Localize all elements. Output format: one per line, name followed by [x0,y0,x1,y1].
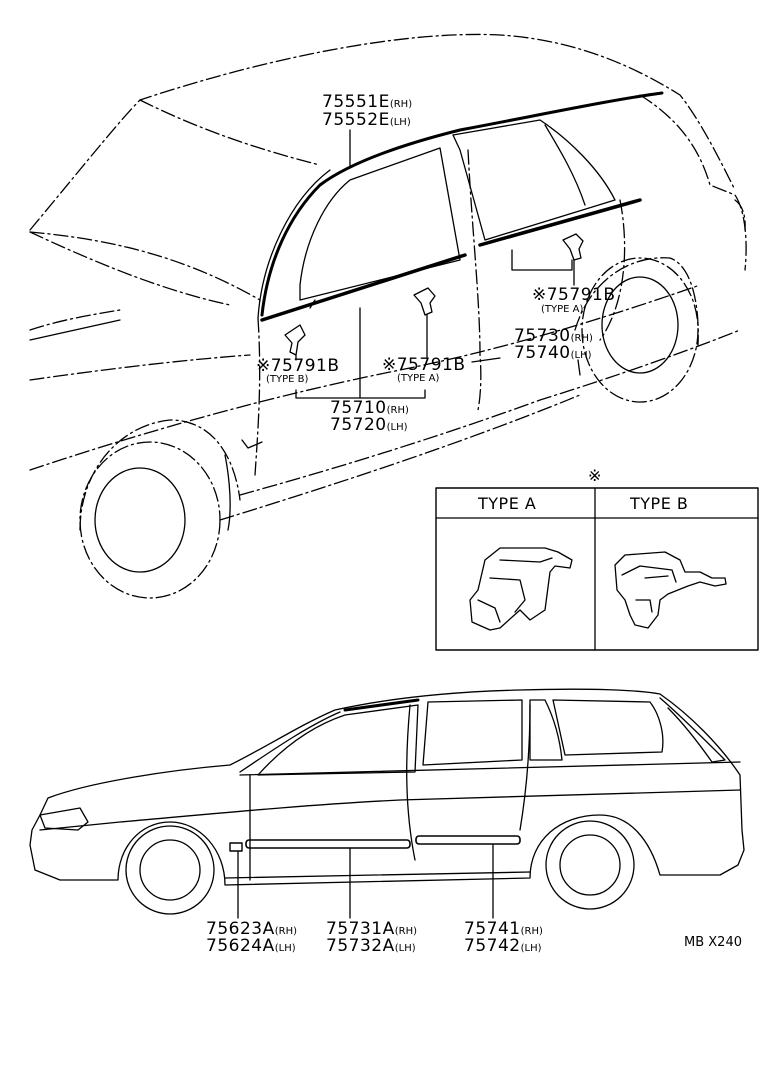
type-a-heading: TYPE A [478,494,537,513]
belt-molding-rear-rh-label: 75730(RH) [514,326,593,346]
clip-front-icon [284,324,306,356]
type-a-clip-icon [469,547,573,631]
fender-emblem-rh-label: 75623A(RH) [206,919,297,939]
roof-molding-rh-label: 75551E(RH) [322,92,413,112]
diagram-code: MB X240 [684,935,742,950]
clip-rear-type-label: (TYPE A) [541,304,584,315]
clip-rear-part-label: ※75791B [532,285,616,305]
belt-molding-front-rh-label: 75710(RH) [330,398,409,418]
type-b-clip-icon [614,551,727,629]
rear-door-molding-lh-label: 75742(LH) [464,936,542,956]
clip-type-panel [435,487,759,651]
clip-front-part-label: ※75791B [256,356,340,376]
side-car-illustration [29,688,745,919]
front-door-molding-lh-label: 75732A(LH) [326,936,416,956]
fender-emblem-lh-label: 75624A(LH) [206,936,296,956]
clip-rear-icon [562,233,584,261]
top-car-illustration [29,33,747,599]
clip-mid-part-label: ※75791B [382,355,466,375]
clip-mid-icon [413,287,436,316]
front-door-molding-rh-label: 75731A(RH) [326,919,417,939]
rear-door-molding-rh-label: 75741(RH) [464,919,543,939]
type-b-heading: TYPE B [630,494,689,513]
clip-front-type-label: (TYPE B) [266,374,309,385]
clip-mid-type-label: (TYPE A) [397,373,440,384]
belt-molding-rear-lh-label: 75740(LH) [514,343,592,363]
clip-type-marker: ※ [588,466,602,485]
roof-molding-lh-label: 75552E(LH) [322,110,411,130]
belt-molding-front-lh-label: 75720(LH) [330,415,408,435]
